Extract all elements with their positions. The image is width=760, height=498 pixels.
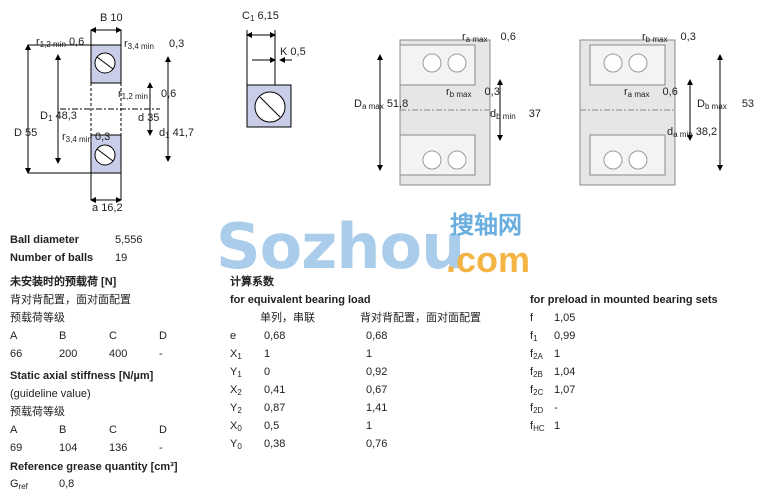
stiffness-heading: Static axial stiffness [N/µm] <box>10 370 154 382</box>
unmounted-preload-heading: 未安装时的预载荷 [N] <box>10 276 117 288</box>
preload-factor-symbol: f2A <box>530 348 543 361</box>
factor-value-single: 0,5 <box>264 420 280 432</box>
factor-value-single: 0 <box>264 366 271 378</box>
dim-r34b: r3,4 min 0,3 <box>62 131 111 144</box>
factor-symbol: X1 <box>230 348 242 361</box>
factor-value-single: 0,38 <box>264 438 286 450</box>
factor-symbol: Y2 <box>230 402 242 415</box>
factor-symbol: Y1 <box>230 366 242 379</box>
preload-factor-value: 1 <box>554 348 561 360</box>
dim-da: da min 38,2 <box>667 126 718 139</box>
arrangement-label: 背对背配置，面对面配置 <box>10 294 131 306</box>
stiffness-value-D: - <box>159 442 163 454</box>
dim-rb: rb max 0,3 <box>446 86 500 99</box>
preload-value-D: - <box>159 348 163 360</box>
preload-class-B: B <box>59 330 67 342</box>
ball-diameter-value: 5,556 <box>115 234 143 246</box>
dim-r34: r3,4 min 0,3 <box>124 38 185 51</box>
calc-factors-heading: 计算系数 <box>230 276 274 288</box>
watermark-chinese: 搜轴网 <box>450 212 522 239</box>
preload-class-label: 预载荷等级 <box>10 312 65 324</box>
dim-D1: D1 48,3 <box>40 110 77 123</box>
stiffness-class-C: C <box>109 424 117 436</box>
dim-B: B 10 <box>100 12 123 24</box>
dim-Db: Db max 53 <box>697 98 755 111</box>
preload-class-C: C <box>109 330 117 342</box>
preload-factor-value: 1 <box>554 420 561 432</box>
factor-symbol: e <box>230 330 237 342</box>
col-single-tandem: 单列，串联 <box>260 312 315 324</box>
preload-sets-heading: for preload in mounted bearing sets <box>530 294 718 306</box>
preload-factor-value: 1,07 <box>554 384 576 396</box>
equivalent-load-heading: for equivalent bearing load <box>230 294 371 306</box>
factor-value-single: 1 <box>264 348 271 360</box>
factor-value-paired: 1 <box>366 348 373 360</box>
gref-label: Gref <box>10 478 28 491</box>
factor-value-paired: 0,92 <box>366 366 388 378</box>
watermark-com: .com <box>446 239 531 280</box>
dim-r12b: r1,2 min 0,6 <box>118 88 177 101</box>
gref-value: 0,8 <box>59 478 75 490</box>
dim-K: K 0,5 <box>280 46 306 58</box>
dim-d1: d1 41,7 <box>159 127 195 140</box>
preload-value-C: 400 <box>109 348 128 360</box>
stiffness-value-B: 104 <box>59 442 78 454</box>
factor-value-paired: 0,67 <box>366 384 388 396</box>
dim-ra: ra max 0,6 <box>462 31 516 44</box>
bearing-section-drawing <box>25 27 171 203</box>
preload-class-D: D <box>159 330 167 342</box>
factor-value-paired: 1,41 <box>366 402 388 414</box>
preload-factor-symbol: f1 <box>530 330 538 343</box>
preload-factor-value: 0,99 <box>554 330 576 342</box>
factor-value-paired: 0,76 <box>366 438 388 450</box>
factor-symbol: Y0 <box>230 438 242 451</box>
dim-d: d 35 <box>138 112 160 124</box>
preload-factor-value: 1,04 <box>554 366 576 378</box>
ball-diameter-label: Ball diameter <box>10 234 80 246</box>
factor-value-single: 0,41 <box>264 384 286 396</box>
mounting-drawing-a <box>377 39 503 186</box>
preload-value-A: 66 <box>10 348 23 360</box>
mounting-drawing-b <box>579 39 723 186</box>
dim-Da: Da max 51,8 <box>354 98 409 111</box>
factor-symbol: X2 <box>230 384 242 397</box>
dim-r12: r1,2 min 0,6 <box>36 36 85 49</box>
preload-factor-symbol: fHC <box>530 420 545 433</box>
dim-D: D 55 <box>14 127 38 139</box>
dim-a: a 16,2 <box>92 202 123 214</box>
preload-value-B: 200 <box>59 348 78 360</box>
watermark-logo: Sozhou <box>216 210 465 283</box>
ring-detail-drawing <box>246 30 292 128</box>
stiffness-value-C: 136 <box>109 442 128 454</box>
factor-value-paired: 1 <box>366 420 373 432</box>
dim-db: db min 37 <box>490 108 541 121</box>
dim-ra2: ra max 0,6 <box>624 86 678 99</box>
number-of-balls-value: 19 <box>115 252 128 264</box>
factor-value-single: 0,87 <box>264 402 286 414</box>
preload-class-A: A <box>10 330 18 342</box>
number-of-balls-label: Number of balls <box>10 252 94 264</box>
stiffness-class-A: A <box>10 424 18 436</box>
stiffness-class-B: B <box>59 424 67 436</box>
factor-value-paired: 0,68 <box>366 330 388 342</box>
preload-factor-symbol: f2B <box>530 366 543 379</box>
preload-factor-value: - <box>554 402 558 414</box>
preload-factor-symbol: f <box>530 312 534 324</box>
dim-C1: C1 6,15 <box>242 10 279 23</box>
preload-factor-value: 1,05 <box>554 312 576 324</box>
preload-factor-symbol: f2D <box>530 402 544 415</box>
stiffness-class-D: D <box>159 424 167 436</box>
stiffness-value-A: 69 <box>10 442 23 454</box>
factor-value-single: 0,68 <box>264 330 286 342</box>
col-back-face: 背对背配置，面对面配置 <box>360 312 481 324</box>
factor-symbol: X0 <box>230 420 242 433</box>
guideline-note: (guideline value) <box>10 388 91 400</box>
grease-heading: Reference grease quantity [cm³] <box>10 461 178 473</box>
dim-rb2: rb max 0,3 <box>642 31 696 44</box>
stiffness-class-label: 预载荷等级 <box>10 406 65 418</box>
preload-factor-symbol: f2C <box>530 384 544 397</box>
